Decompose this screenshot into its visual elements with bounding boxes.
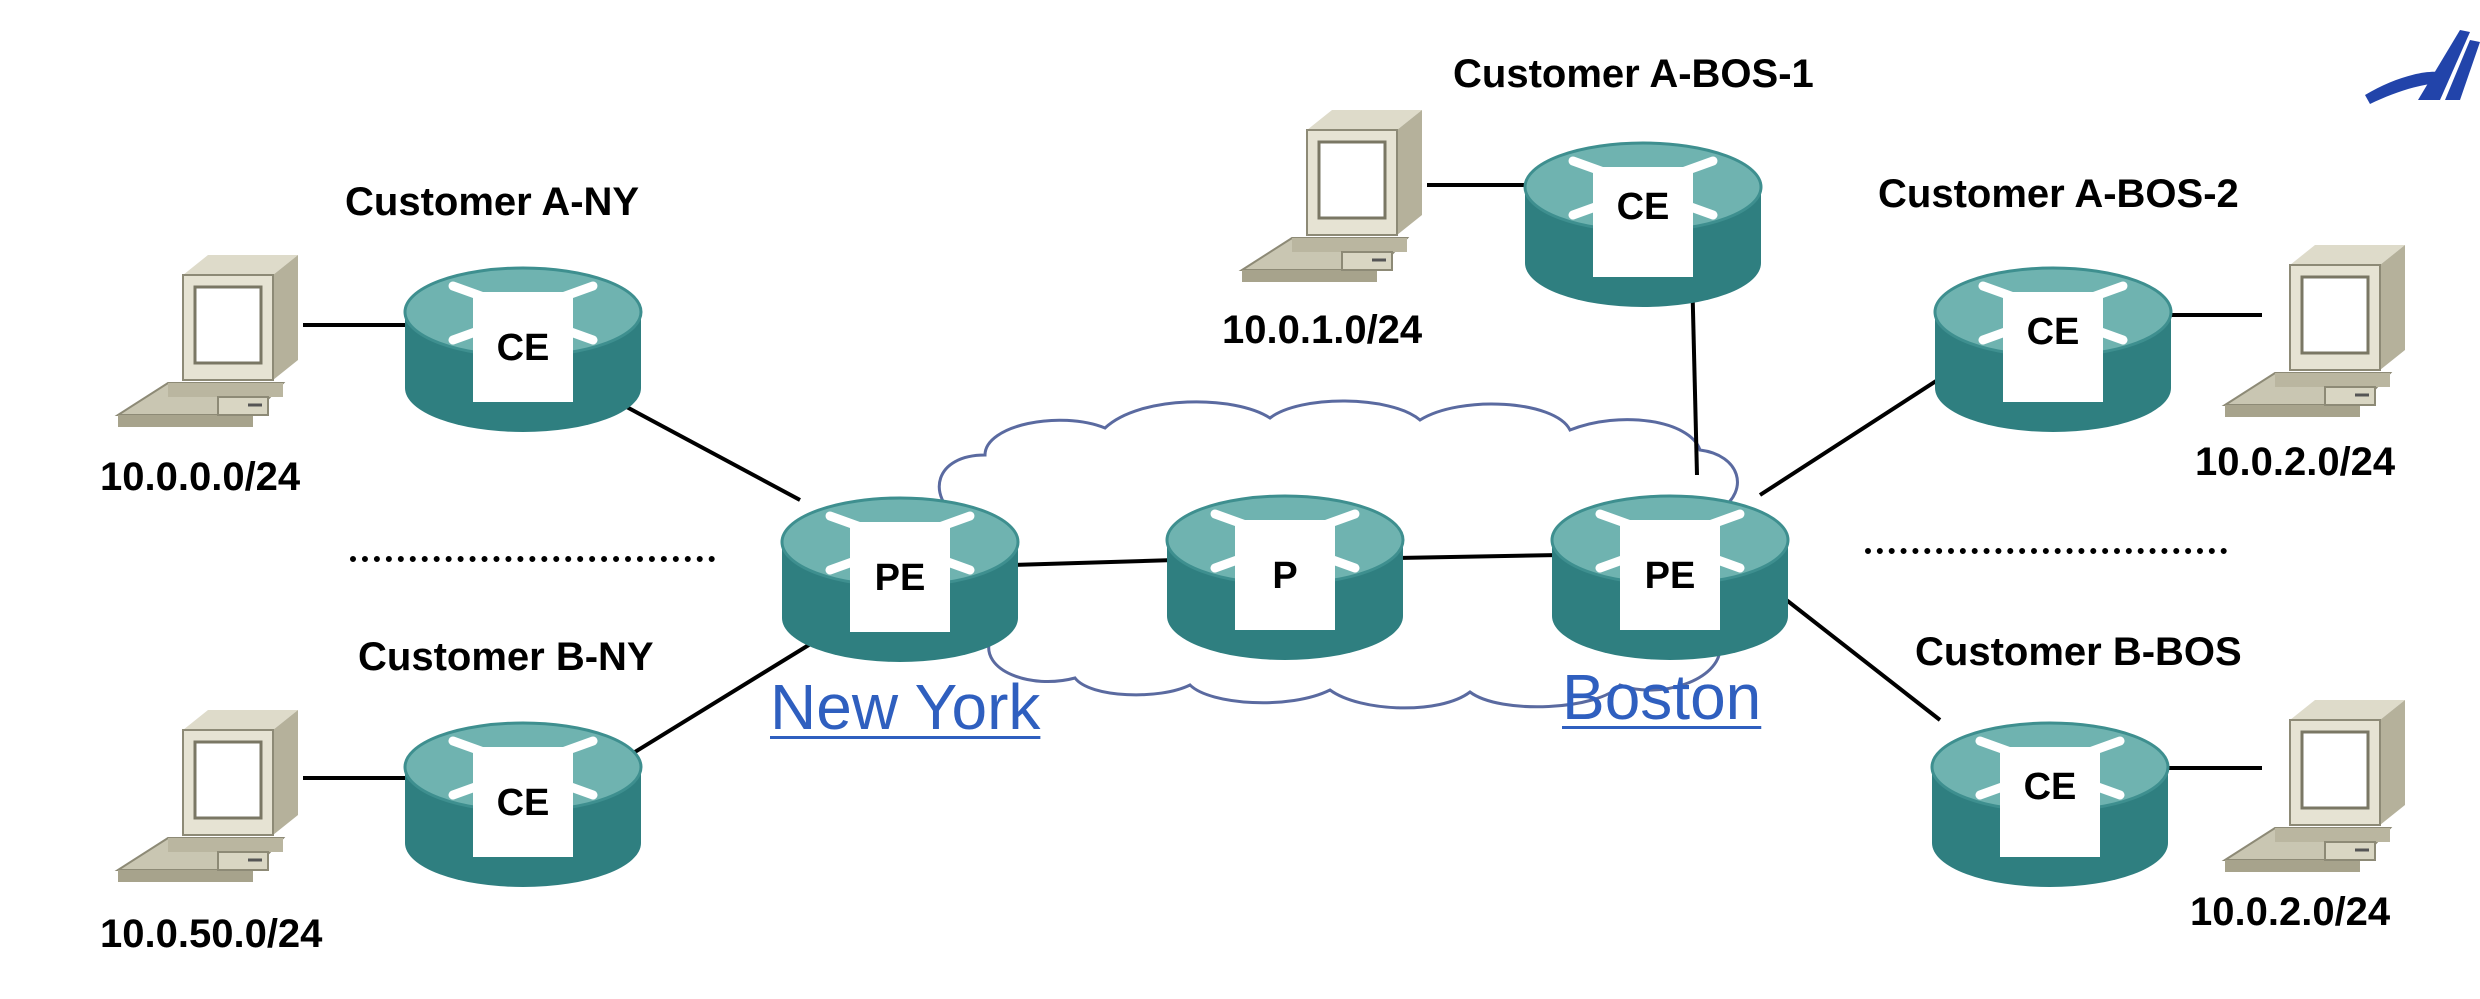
link-ce-a-ny-pe-ny (594, 388, 801, 502)
label-customer-a-bos1: Customer A-BOS-1 (1453, 52, 1814, 96)
pc-customer-b-ny-icon (116, 708, 300, 884)
router-label: PE (875, 557, 926, 599)
router-ce-a-ny: CE (405, 268, 641, 432)
pc-customer-a-bos2-icon (2223, 243, 2407, 419)
router-ce-a-bos2: CE (1935, 268, 2171, 432)
router-label: P (1272, 555, 1297, 597)
link-ce-a-bos1-pe-bos (1690, 269, 1699, 476)
link-pe-bos-ce-b-bos (1778, 593, 1942, 722)
label-customer-b-ny: Customer B-NY (358, 635, 654, 679)
router-ce-b-ny: CE (405, 723, 641, 887)
router-ce-a-bos1: CE (1525, 143, 1761, 307)
subnet-customer-a-ny: 10.0.0.0/24 (100, 455, 301, 499)
more-customers-bos-dots (1865, 548, 2227, 554)
label-customer-a-bos2: Customer A-BOS-2 (1878, 172, 2239, 216)
subnet-customer-b-bos: 10.0.2.0/24 (2190, 890, 2391, 934)
router-pe-ny: PE (782, 498, 1018, 662)
label-customer-a-ny: Customer A-NY (345, 180, 640, 224)
links (303, 183, 2262, 780)
link-pe-bos-ce-a-bos2 (1758, 370, 1952, 497)
pc-customer-a-bos1-icon (1240, 108, 1424, 284)
router-ce-b-bos: CE (1932, 723, 2168, 887)
router-label: CE (497, 782, 550, 824)
router-label: CE (1617, 186, 1670, 228)
site-link-new-york[interactable]: New York (770, 671, 1041, 743)
router-pe-bos: PE (1552, 496, 1788, 660)
link-p-pe-bos (1394, 553, 1561, 560)
router-label: CE (2024, 766, 2077, 808)
site-link-boston[interactable]: Boston (1562, 661, 1762, 733)
link-pe-ny-p (1009, 558, 1176, 567)
subnet-customer-b-ny: 10.0.50.0/24 (100, 912, 323, 956)
link-ce-b-ny-pe-ny (628, 633, 827, 757)
router-label: CE (2027, 311, 2080, 353)
router-label: PE (1645, 555, 1696, 597)
pc-customer-a-ny-icon (116, 253, 300, 429)
pc-customer-b-bos-icon (2223, 698, 2407, 874)
label-customer-b-bos: Customer B-BOS (1915, 630, 2242, 674)
logo-icon (2365, 30, 2480, 104)
subnet-customer-a-bos1: 10.0.1.0/24 (1222, 308, 1423, 352)
more-customers-ny-dots (350, 556, 715, 562)
router-label: CE (497, 327, 550, 369)
router-p: P (1167, 496, 1403, 660)
subnet-customer-a-bos2: 10.0.2.0/24 (2195, 440, 2396, 484)
